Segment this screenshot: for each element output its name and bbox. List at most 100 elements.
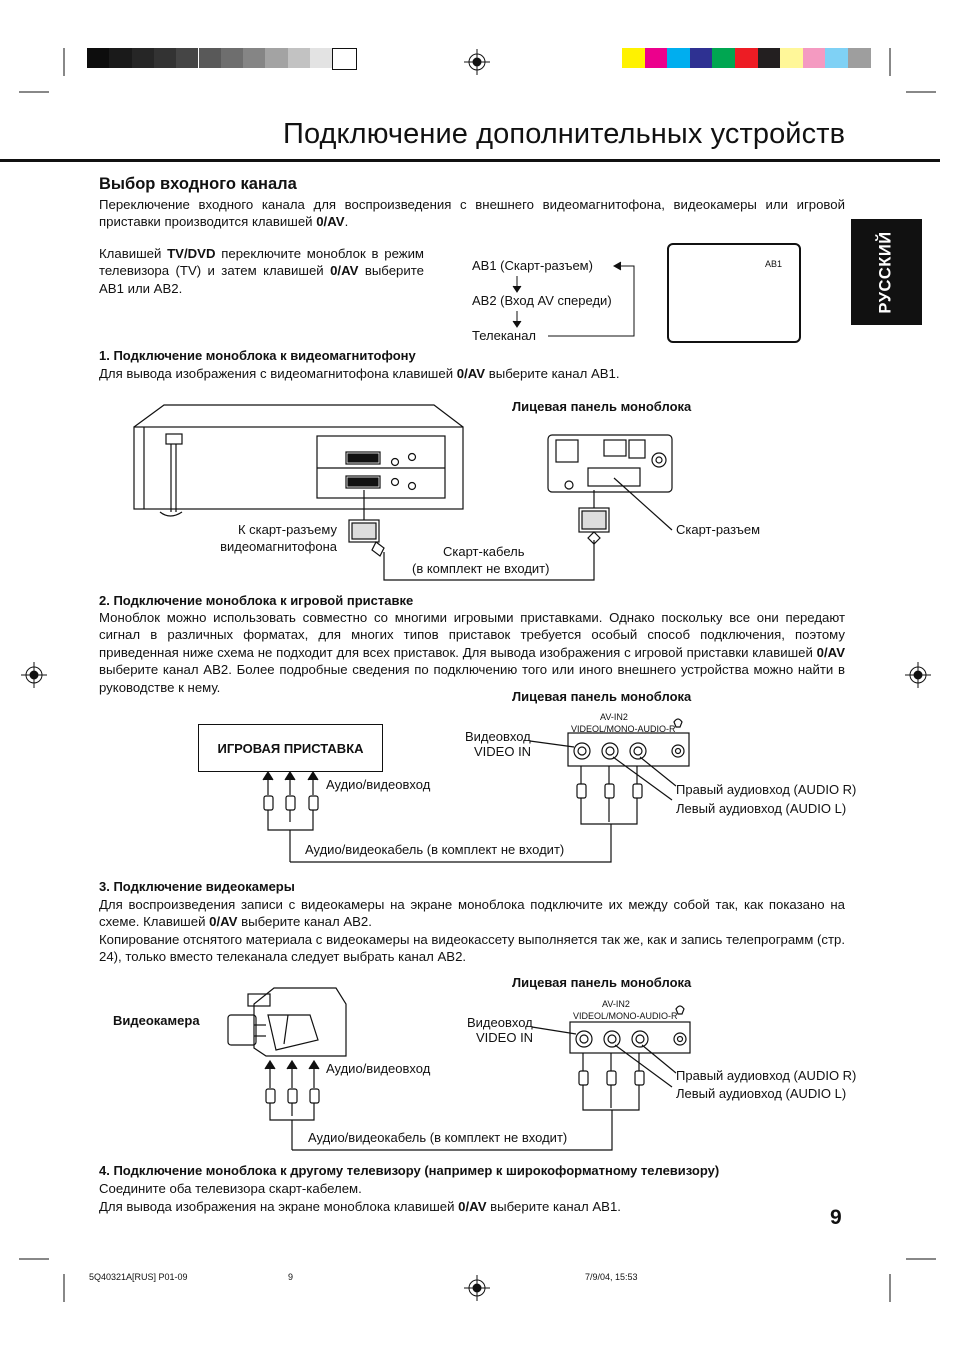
front-panel-label: Лицевая панель моноблока xyxy=(512,975,692,990)
rca-plug xyxy=(606,1070,617,1108)
gray-swatch xyxy=(153,48,177,68)
color-swatch xyxy=(802,48,826,68)
intro-paragraph: Переключение входного канала для воспрои… xyxy=(99,196,845,231)
rca-plug xyxy=(578,1070,589,1108)
color-swatch xyxy=(689,48,713,68)
audio-l-label: Левый аудиовход (AUDIO L) xyxy=(676,1086,847,1101)
scart-cable-label-1: Скарт-кабель xyxy=(443,544,525,559)
step3-heading: 3. Подключение видеокамеры xyxy=(99,879,295,894)
gray-swatch xyxy=(87,48,110,68)
step3-key: 0/AV xyxy=(209,914,238,930)
step2-text: Моноблок можно использовать совместно со… xyxy=(99,610,845,660)
step4-paragraph-2: Для вывода изображения на экране монобло… xyxy=(99,1198,845,1215)
color-swatch xyxy=(825,48,848,68)
rca-plug xyxy=(632,783,643,822)
color-swatch xyxy=(848,48,871,68)
av-key: 0/AV xyxy=(330,263,359,279)
rca-plug xyxy=(309,1088,320,1116)
scart-connector-label: Скарт-разъем xyxy=(676,522,761,537)
step1-text-end: выберите канал АВ1. xyxy=(485,366,620,381)
registration-marks xyxy=(21,49,931,1301)
vcr-scart-label-1: К скарт-разъему xyxy=(237,522,337,537)
step1-text: Для вывода изображения с видеомагнитофон… xyxy=(99,366,457,381)
gray-swatch xyxy=(287,48,310,68)
rca-plug xyxy=(265,1088,276,1116)
switch-text: выберите АВ1 или АВ2. xyxy=(99,263,424,296)
rca-plug xyxy=(604,783,615,822)
panel-audio-label: L/MONO-AUDIO-R xyxy=(599,724,676,734)
gray-swatch xyxy=(220,48,244,68)
rca-plug xyxy=(287,1088,298,1116)
gray-swatch xyxy=(176,48,199,68)
color-swatch xyxy=(644,48,668,68)
color-swatch xyxy=(780,48,803,68)
language-tab-label: РУССКИЙ xyxy=(877,230,895,314)
section-heading: Выбор входного канала xyxy=(99,175,297,193)
av-cable-label: Аудио/видеокабель (в комплект не входит) xyxy=(308,1130,568,1145)
cycle-item-tv: Телеканал xyxy=(472,328,537,343)
step2-paragraph: Моноблок можно использовать совместно со… xyxy=(99,609,845,696)
step3-paragraph: Для воспроизведения записи с видеокамеры… xyxy=(99,896,845,931)
switch-paragraph: Клавишей TV/DVD переключите моноблок в р… xyxy=(99,245,424,297)
panel-audio-label: L/MONO-AUDIO-R xyxy=(601,1011,678,1021)
game-console-label: ИГРОВАЯ ПРИСТАВКА xyxy=(217,740,364,756)
page-title: Подключение дополнительных устройств xyxy=(283,118,846,150)
video-in-label-1: Видеовход xyxy=(465,729,531,744)
video-in-label-2: VIDEO IN xyxy=(476,1030,534,1045)
vcr-diagram xyxy=(133,404,673,581)
footer-code: 5Q40321A[RUS] P01-09 xyxy=(89,1272,188,1282)
color-swatch xyxy=(622,48,645,68)
video-in-label-2: VIDEO IN xyxy=(474,744,532,759)
gray-swatch xyxy=(109,48,132,68)
step3-text: Для воспроизведения записи с видеокамеры… xyxy=(99,897,845,930)
gray-swatch xyxy=(243,48,266,68)
audio-r-label: Правый аудиовход (AUDIO R) xyxy=(676,782,857,797)
rca-plug xyxy=(576,783,587,822)
step4-text: Для вывода изображения на экране монобло… xyxy=(99,1199,459,1214)
gray-swatch xyxy=(310,48,333,68)
step1-paragraph: Для вывода изображения с видеомагнитофон… xyxy=(99,365,845,382)
color-swatch xyxy=(667,48,690,68)
panel-video-label: VIDEO xyxy=(571,724,600,734)
step2-key: 0/AV xyxy=(816,644,845,660)
rca-plug xyxy=(308,795,319,822)
step4-key: 0/AV xyxy=(458,1199,487,1214)
rca-plug xyxy=(634,1070,645,1108)
game-diagram xyxy=(262,718,690,863)
front-panel-label: Лицевая панель моноблока xyxy=(512,399,692,414)
footer-page: 9 xyxy=(288,1272,294,1282)
gray-swatch xyxy=(332,48,357,70)
intro-key: 0/AV xyxy=(316,214,345,230)
step2-text-end: выберите канал АВ2. Более подробные свед… xyxy=(99,662,845,695)
vcr-scart-label-2: видеомагнитофона xyxy=(220,539,337,554)
language-tab: РУССКИЙ xyxy=(851,219,922,325)
cycle-item-av1: АВ1 (Скарт-разъем) xyxy=(472,258,593,273)
step4-heading: 4. Подключение моноблока к другому телев… xyxy=(99,1163,720,1178)
rca-plug xyxy=(285,795,296,822)
camcorder-diagram xyxy=(227,987,691,1151)
title-divider xyxy=(0,159,940,162)
audio-l-label: Левый аудиовход (AUDIO L) xyxy=(676,801,847,816)
tvdvd-key: TV/DVD xyxy=(167,246,216,261)
step3-paragraph-2: Копирование отснятого материала с видеок… xyxy=(99,932,845,965)
panel-video-label: VIDEO xyxy=(573,1011,602,1021)
screen-osd-label: AB1 xyxy=(765,259,783,269)
av-cable-label: Аудио/видеокабель (в комплект не входит) xyxy=(305,842,565,857)
step4-text-end: выберите канал АВ1. xyxy=(486,1199,621,1214)
page-number: 9 xyxy=(830,1206,842,1229)
step2-heading: 2. Подключение моноблока к игровой прист… xyxy=(99,593,414,608)
color-swatch xyxy=(757,48,781,68)
gray-swatch xyxy=(265,48,288,68)
step4-paragraph-1: Соедините оба телевизора скарт-кабелем. xyxy=(99,1181,362,1196)
scart-cable-label-2: (в комплект не входит) xyxy=(412,561,550,576)
intro-end: . xyxy=(344,214,349,230)
tv-screen-illustration: AB1 xyxy=(667,243,801,343)
crop-marks xyxy=(19,48,936,1302)
cycle-item-av2: АВ2 (Вход AV спереди) xyxy=(472,293,612,308)
camcorder-label: Видеокамера xyxy=(113,1013,200,1028)
gray-swatch xyxy=(198,48,221,68)
video-in-label-1: Видеовход xyxy=(467,1015,533,1030)
av-input-label: Аудио/видеовход xyxy=(326,1061,431,1076)
step3-text-end: выберите канал АВ2. xyxy=(237,914,372,930)
